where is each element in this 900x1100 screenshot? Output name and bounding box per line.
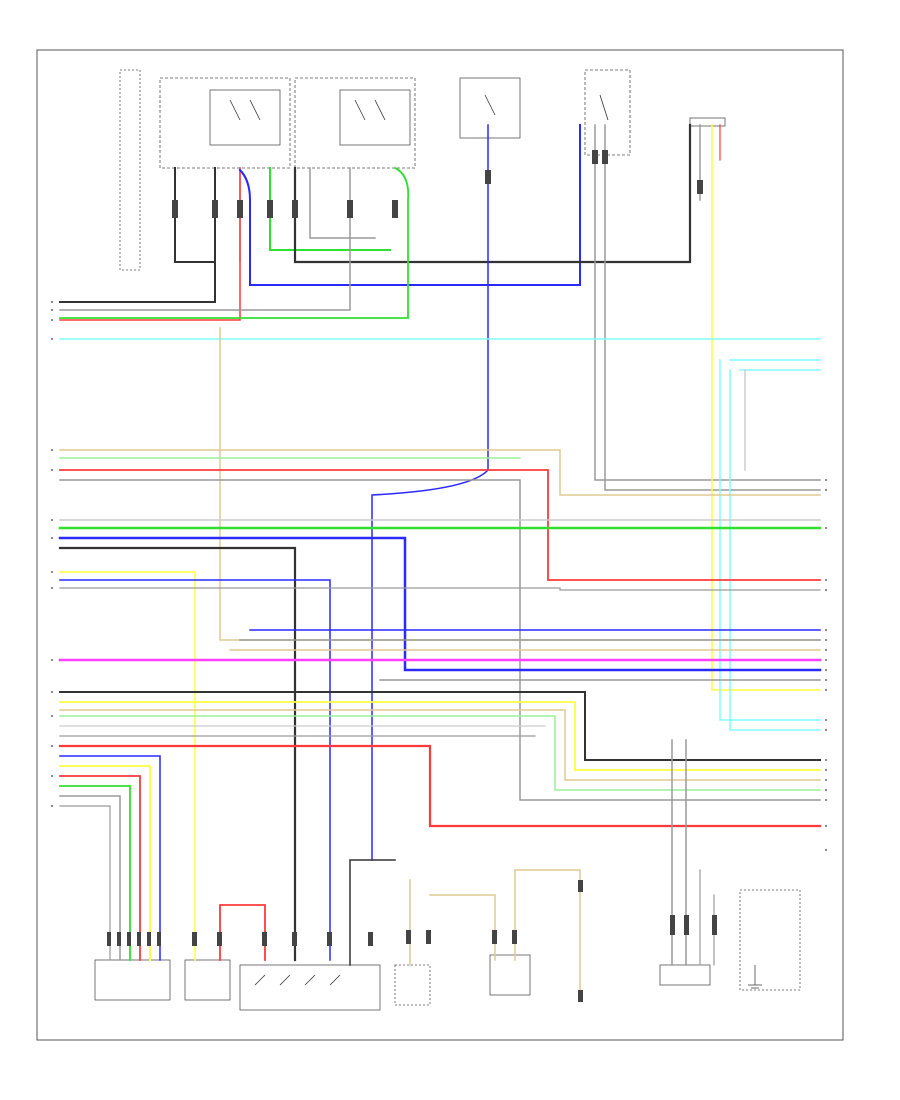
relay-a: [209, 89, 281, 146]
wires: [58, 123, 822, 991]
wire-tan-3: [59, 709, 821, 781]
relay-box-center: [294, 77, 416, 169]
connector-pins: [107, 150, 717, 1002]
wire-red-ic: [59, 775, 141, 961]
bottom-right-dashed: [739, 889, 801, 991]
wire-gray-2: [309, 167, 376, 239]
wire-blue-ic: [59, 755, 161, 961]
module-small: [184, 959, 231, 1001]
transmission-switch: [239, 964, 381, 1011]
ground-icon: [748, 965, 762, 989]
wire-red-3: [58, 744, 822, 828]
bottom-components: [94, 889, 801, 1011]
wire-black-4: [58, 546, 297, 962]
wire-yellow-2: [59, 449, 821, 496]
instrument-cluster: [94, 959, 171, 1001]
fuse-box-top: [459, 77, 521, 139]
wire-red-2: [59, 469, 821, 581]
relay-b: [339, 89, 411, 146]
wire-black-3: [293, 123, 692, 264]
wire-black-2: [59, 167, 216, 303]
wire-light-green-3: [59, 715, 821, 791]
wire-green-2: [59, 166, 410, 319]
connector-top-right: [689, 117, 726, 127]
wire-green-ic: [59, 785, 131, 961]
sensor-box-top-right: [584, 69, 631, 156]
relay-box-left: [159, 77, 291, 169]
wire-yellow-3: [59, 571, 196, 961]
wire-blue-1: [238, 124, 581, 286]
wire-black-1: [174, 167, 216, 263]
wire-yellow-4: [59, 701, 821, 771]
ground-bottom-right: [659, 964, 711, 986]
wire-cyan-vert: [719, 359, 821, 721]
wire-red-bottom: [219, 904, 266, 961]
left-terminals: [51, 301, 53, 807]
wire-gray-ic-2: [59, 805, 111, 961]
wire-gray-4: [594, 124, 821, 481]
wire-blue-3: [58, 536, 822, 672]
wire-gray-ic: [59, 795, 121, 961]
wire-black-bottom: [349, 859, 396, 966]
speed-sensor: [394, 964, 431, 1006]
ground-box-top-left: [119, 69, 141, 271]
wire-yellow-top-right: [711, 124, 821, 691]
wire-blue-4: [59, 579, 331, 961]
wire-cyan-vert-2: [729, 369, 821, 731]
wire-black-5: [59, 691, 821, 761]
wire-yellow-ic: [59, 765, 151, 961]
wire-gray-5: [604, 124, 821, 491]
wire-gray-3: [59, 167, 351, 311]
wire-gray-7: [59, 587, 821, 591]
diagram-border: [36, 49, 844, 1041]
top-components: [119, 69, 726, 271]
relay-contacts: [229, 94, 609, 121]
wire-blue-2: [371, 124, 489, 861]
wire-red-1: [59, 167, 241, 321]
switch-symbols: [254, 974, 341, 986]
wire-tan-bottom-2: [429, 894, 496, 961]
sensor-box-bottom-center: [489, 954, 531, 996]
right-terminals: [825, 479, 827, 851]
wire-tan-bottom-3: [514, 869, 581, 991]
